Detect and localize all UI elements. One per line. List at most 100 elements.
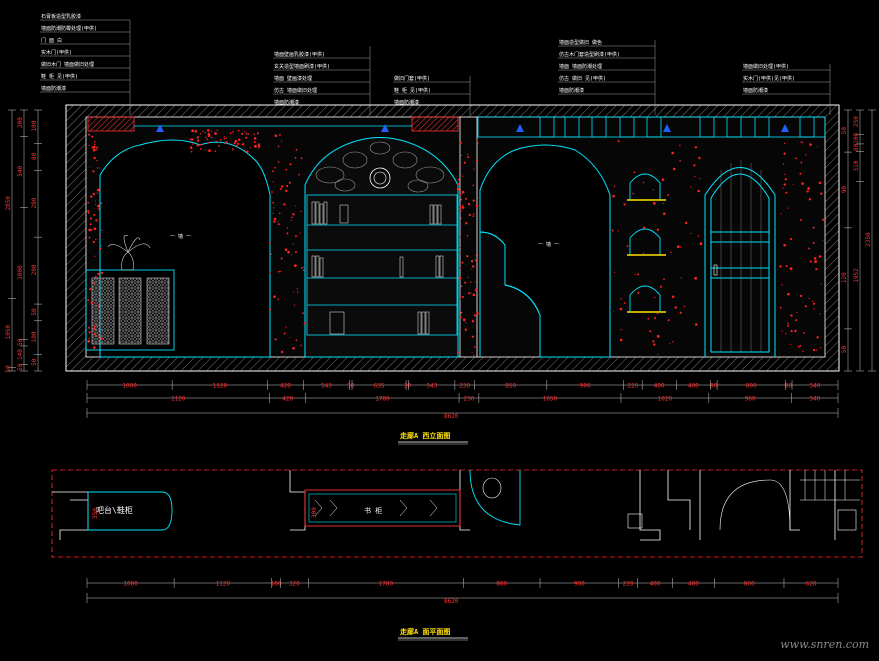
- speckle: [269, 272, 271, 274]
- speckle: [787, 324, 790, 327]
- speckle: [302, 312, 304, 315]
- speckle: [272, 201, 274, 204]
- elev-right-inner-label-3: 310: [853, 160, 860, 171]
- speckle: [207, 141, 209, 144]
- plan-right-lines: [800, 470, 860, 501]
- plan-title: 走廊A 面平面图: [400, 627, 450, 636]
- speckle: [632, 192, 634, 195]
- elev-dim2-label-7: 540: [809, 396, 820, 403]
- speckle: [472, 184, 475, 187]
- speckle: [684, 221, 688, 225]
- speckle: [474, 288, 478, 292]
- speckle: [269, 242, 271, 245]
- elev-right-fine-label-2: 120: [841, 272, 848, 283]
- speckle: [654, 316, 656, 319]
- elev-dim1-label-11: 220: [627, 383, 638, 390]
- speckle: [211, 130, 213, 133]
- speckle: [653, 343, 656, 346]
- speckle: [806, 190, 809, 193]
- speckle: [218, 145, 221, 147]
- speckle: [459, 298, 461, 300]
- speckle: [816, 336, 819, 339]
- speckle: [99, 167, 101, 169]
- speckle: [803, 332, 805, 334]
- plan-niche-right: [837, 509, 857, 531]
- speckle: [293, 264, 297, 267]
- speckle: [460, 154, 463, 156]
- speckle: [292, 213, 295, 216]
- svg-text:墙面壁画乳胶漆(甲供): 墙面壁画乳胶漆(甲供): [274, 51, 325, 58]
- speckle: [225, 141, 228, 144]
- speckle: [611, 229, 614, 232]
- speckle: [671, 295, 675, 299]
- speckle: [659, 285, 662, 288]
- speckle: [286, 184, 289, 188]
- speckle: [796, 311, 798, 313]
- speckle: [214, 150, 216, 152]
- speckle: [96, 167, 99, 169]
- speckle: [679, 144, 681, 147]
- speckle: [253, 133, 255, 136]
- annotation-group-3: 做旧门套(甲供) 鞋 柜 见(甲供) 墙面防潮漆: [394, 75, 431, 106]
- speckle: [94, 200, 96, 202]
- speckle: [237, 138, 240, 141]
- elev-left-fine-label-1: 80: [31, 152, 38, 160]
- speckle: [656, 334, 660, 338]
- elev-left-fine-label-5: 100: [31, 331, 38, 342]
- svg-text:墙面防潮漆: 墙面防潮漆: [394, 99, 419, 106]
- speckle: [812, 242, 815, 244]
- speckle: [94, 143, 96, 146]
- speckle: [280, 271, 282, 273]
- speckle: [822, 239, 824, 241]
- speckle: [97, 305, 100, 307]
- speckle: [477, 142, 479, 144]
- speckle: [96, 188, 100, 192]
- elev-dim2-label-5: 1020: [658, 396, 673, 403]
- speckle: [459, 194, 462, 196]
- speckle: [694, 146, 698, 149]
- speckle: [656, 312, 659, 315]
- speckle: [672, 167, 676, 171]
- speckle: [690, 186, 692, 188]
- speckle: [202, 130, 204, 132]
- elev-left-outer-label-1: 1050: [5, 325, 12, 340]
- plan-dim-label-3: 320: [289, 581, 300, 588]
- elevation-dimension-total: 8620: [86, 408, 839, 420]
- elev-left-fine-label-3: 200: [31, 264, 38, 275]
- elev-dim1-label-17: 540: [810, 383, 821, 390]
- speckle: [277, 161, 280, 163]
- speckle: [787, 207, 790, 209]
- speckle: [471, 268, 473, 270]
- speckle: [813, 349, 816, 352]
- bookshelf-stone-arch: [304, 137, 459, 358]
- speckle: [101, 277, 103, 279]
- speckle: [300, 267, 303, 269]
- speckle: [99, 247, 102, 250]
- wall-hatch-right: [825, 105, 839, 371]
- speckle: [459, 164, 462, 167]
- speckle: [199, 133, 202, 135]
- speckle: [233, 142, 236, 145]
- speckle: [272, 212, 274, 214]
- speckle: [302, 266, 304, 268]
- ceiling-joists: [477, 116, 826, 138]
- speckle: [191, 143, 194, 145]
- elev-dim1-label-5: 635: [374, 383, 385, 390]
- speckle: [277, 221, 279, 223]
- speckle: [90, 296, 92, 298]
- speckle: [808, 198, 812, 201]
- stone-pattern: [315, 141, 445, 193]
- speckle: [92, 282, 95, 285]
- speckle: [475, 259, 477, 262]
- speckle: [244, 130, 246, 132]
- speckle: [299, 232, 301, 234]
- elev-dim2-label-4: 1650: [543, 396, 558, 403]
- speckle: [295, 235, 297, 238]
- speckle: [93, 332, 97, 335]
- speckle: [293, 304, 296, 306]
- speckle: [818, 181, 822, 185]
- speckle: [459, 209, 462, 212]
- svg-text:实木门(甲供): 实木门(甲供): [41, 49, 72, 56]
